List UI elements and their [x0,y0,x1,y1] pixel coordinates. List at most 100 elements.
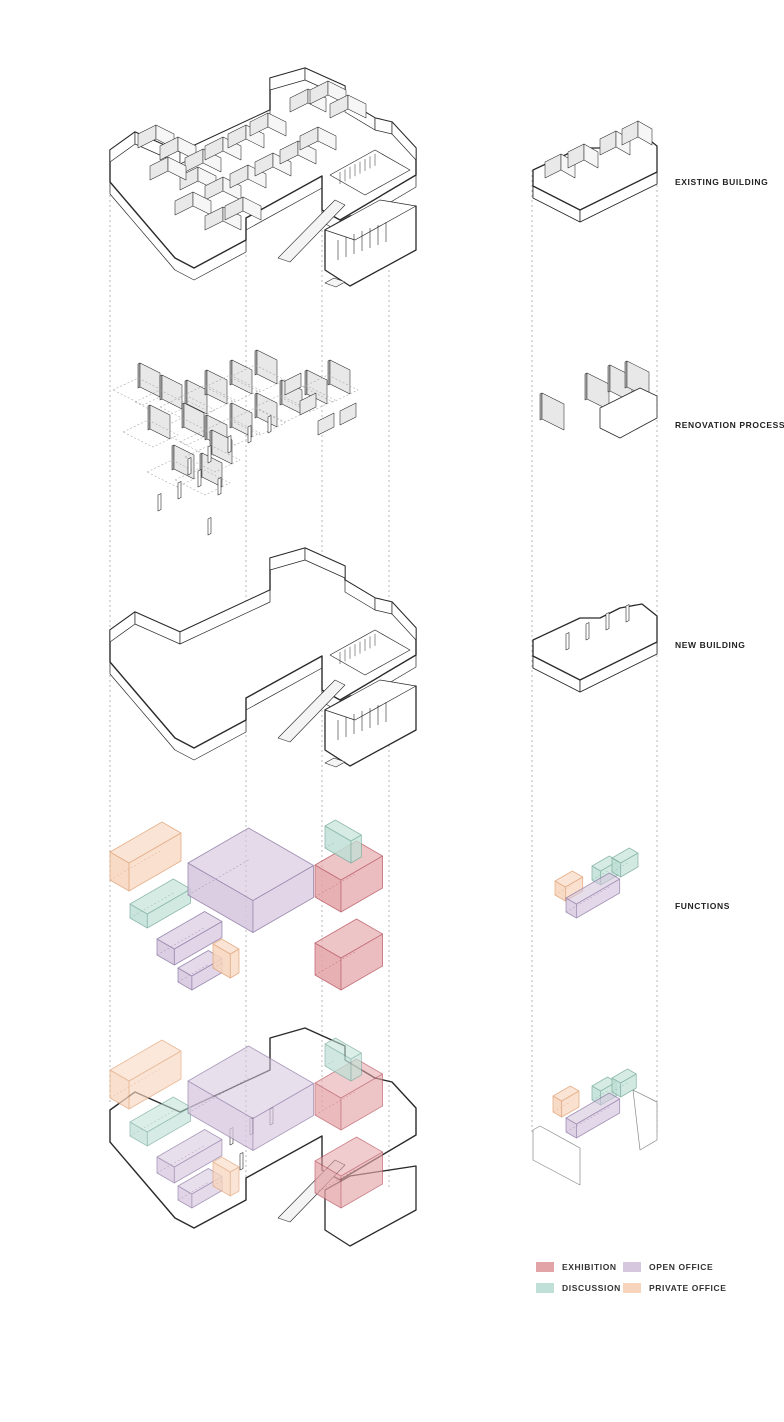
renovation-wall-edge-6 [181,402,185,429]
detail-combined-discussion-a-hidden-edge [591,1090,608,1101]
detail-combined-ghost-right [632,1089,658,1151]
legend-label-private-office: PRIVATE OFFICE [649,1283,727,1293]
detail-functions-discussion-a-hidden-edge [591,869,610,881]
main-functions-open-office-b [156,911,223,966]
main-existing-facade-9 [391,121,417,161]
main-new-column-2 [227,435,232,454]
main-combined-discussion-a-hidden-edge [129,1110,174,1137]
detail-functions-private-office-hidden-edge [554,884,573,896]
renovation-wall-1 [161,374,183,410]
stage-label-new-building: NEW BUILDING [675,640,746,650]
renovation-wall-6 [183,402,205,438]
main-new-column-5 [157,493,162,512]
legend-swatch-open-office [623,1262,641,1272]
main-existing-room-wall-b-5 [267,112,287,137]
stage-label-functions: FUNCTIONS [675,901,730,911]
main-new-ramp-end [324,757,346,768]
main-combined-open-office-b-hidden-edge [156,1145,205,1174]
detail-functions-open-office-hidden-edge [565,886,610,913]
main-plan-combined [109,1027,417,1247]
detail-existing-room-wall-b-3 [637,120,653,146]
renovation-wall-edge-2 [184,379,188,406]
detail-new-building [532,603,658,693]
main-existing-annex-top [324,199,417,241]
renovation-wall-edge-8 [229,402,233,429]
main-new-column-4 [267,415,272,434]
main-combined-private-office-a [109,1039,182,1110]
detail-renovation-wall-edge-3 [624,360,628,389]
renovation-ghost-12 [302,374,359,403]
legend-item-open-office: OPEN OFFICE [623,1262,713,1272]
main-existing-ramp [277,199,346,263]
detail-new-column-2 [605,612,610,631]
legend-swatch-private-office [623,1283,641,1293]
main-functions-private-office-b [212,938,240,979]
renovation-wall-14 [201,452,223,488]
detail-functions-open-office-face-top [565,872,621,905]
main-new-core-wall-1 [299,392,317,416]
main-new-core-wall-3 [339,402,357,426]
renovation-wall-edge-10 [279,379,283,406]
renovation-wall-12 [329,359,351,395]
renovation-wall-16 [149,404,171,440]
main-existing-room-wall-b-8 [247,164,267,189]
detail-combined-private-office-hidden-edge [552,1101,571,1113]
main-existing-stair-block [329,149,411,196]
main-new-column-1 [207,445,212,464]
detail-existing-building [532,120,658,223]
main-new-stair-block [329,629,411,676]
main-new-column-3 [247,425,252,444]
legend-swatch-exhibition [536,1262,554,1272]
renovation-ghost-3 [179,384,236,413]
detail-new-column-3 [625,604,630,623]
renovation-wall-5 [256,349,278,385]
renovation-wall-edge-7 [204,414,208,441]
main-combined-discussion-b [324,1037,362,1082]
detail-renovation-block [599,387,658,439]
legend-item-discussion: DISCUSSION [536,1283,621,1293]
detail-functions-discussion-b [611,847,639,878]
main-new-column-8 [217,477,222,496]
renovation-wall-8 [231,402,253,438]
detail-functions-discussion-b-face-top [611,847,639,864]
renovation-wall-0 [139,362,161,398]
main-combined-exhibition-b [314,1136,383,1209]
main-combined-discussion-b-face-top [324,1037,362,1060]
renovation-wall-edge-13 [171,444,175,471]
main-combined-open-office-b [156,1129,223,1184]
main-functions-open-office-c-hidden-edge [177,964,209,983]
detail-new-outline [532,603,658,681]
detail-combined-open-office [565,1092,621,1139]
renovation-ghost-4 [204,374,261,403]
main-functions-exhibition-b-face-top [314,918,383,959]
main-combined-discussion-a [129,1096,192,1147]
detail-new-column-0 [565,632,570,651]
detail-existing-room-wall-b-1 [583,143,599,169]
detail-renovation-wall-1 [586,372,610,411]
renovation-ghost-15 [184,444,241,473]
renovation-wall-15 [211,429,233,465]
renovation-wall-edge-5 [254,349,258,376]
detail-combined-ghost-left [532,1125,581,1186]
main-combined-open-office-main [187,1045,314,1151]
detail-renovation-wall-edge-0 [539,392,543,421]
detail-renovation-wall-edge-2 [607,364,611,393]
main-new-column-0 [187,457,192,476]
detail-new-column-1 [585,622,590,641]
main-existing-room-wall-b-15 [167,156,187,181]
renovation-wall-edge-1 [159,374,163,401]
main-new-core-wall-2 [317,412,335,436]
main-new-core-wall-0 [284,372,302,396]
main-existing-room-wall-b-11 [317,126,337,151]
detail-functions [554,847,639,919]
main-functions-discussion-a-hidden-edge [129,892,174,919]
main-combined-private-office-a-hidden-edge [109,1067,163,1099]
renovation-wall-edge-3 [204,369,208,396]
main-functions-discussion-b-face-top [324,819,362,842]
main-new-annex-top [324,679,417,721]
main-new-column-7 [197,469,202,488]
main-combined-discussion-b-hidden-edge [324,1059,336,1067]
main-functions-exhibition-a [314,840,383,913]
